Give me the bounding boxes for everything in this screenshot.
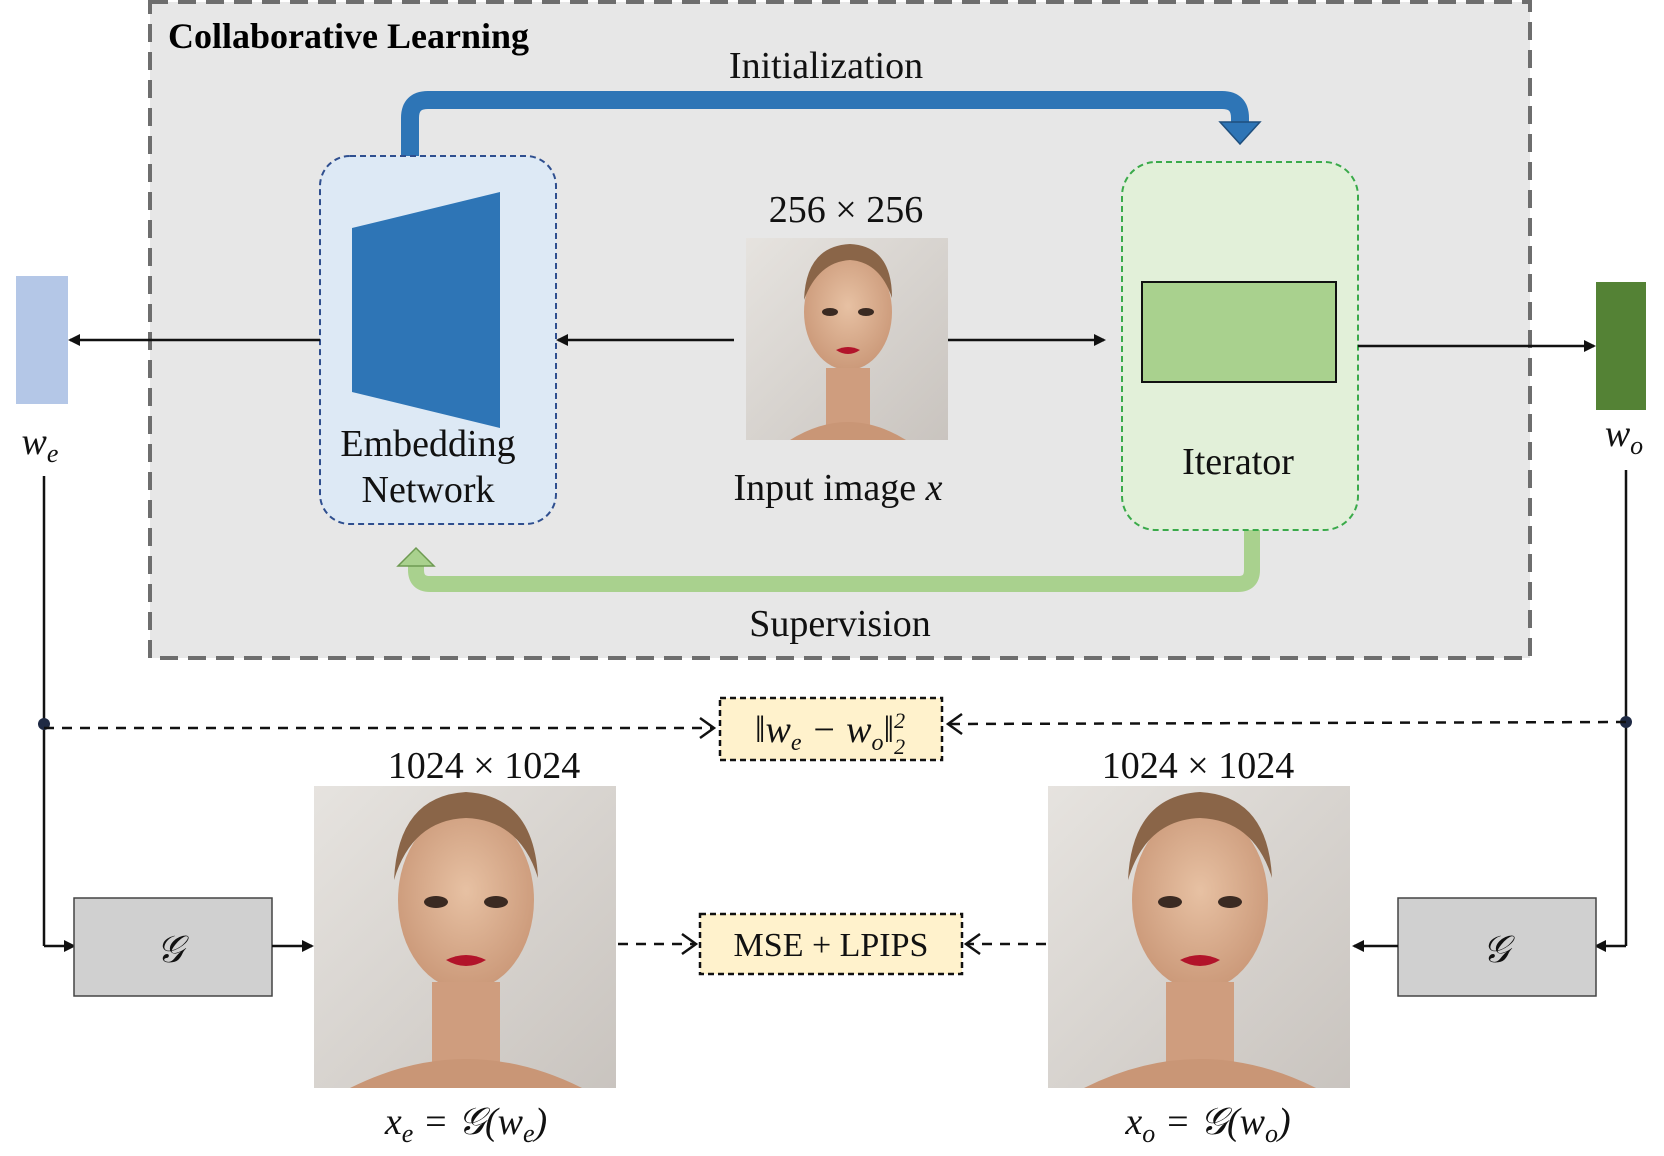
supervision-label: Supervision [749,603,931,645]
input-caption: Input image x [734,467,943,509]
embedding-label-line2: Network [362,469,495,511]
left-output-image [314,786,616,1088]
supervision-arrow [408,530,1260,592]
left-output-caption: xe = 𝒢(we) [384,1101,547,1148]
left-output-size-label: 1024 × 1024 [388,745,580,787]
image-loss-box [698,912,964,976]
wo-label: wo [1605,413,1643,460]
initialization-arrow [401,91,1249,160]
we-latent-bar [16,276,68,404]
we-label: we [22,421,59,468]
wo-latent-bar [1596,282,1646,410]
input-image [746,238,948,440]
generator-left-box [73,897,273,997]
iterator-inner-rect [1141,281,1337,383]
panel-title: Collaborative Learning [168,16,529,56]
image-loss-label: MSE + LPIPS [734,927,929,964]
right-output-size-label: 1024 × 1024 [1102,745,1294,787]
latent-loss-box [718,696,944,762]
embedding-trapezoid [352,192,500,428]
initialization-label: Initialization [729,45,923,87]
generator-right-box [1397,897,1597,997]
right-output-caption: xo = 𝒢(wo) [1124,1101,1290,1148]
initialization-arrowhead [1218,121,1262,146]
dashed-wo-to-latent-loss [945,712,1627,735]
supervision-arrowhead [396,546,436,567]
iterator-label: Iterator [1182,441,1294,483]
right-output-image [1048,786,1350,1088]
embedding-label-line1: Embedding [340,423,515,465]
input-size-label: 256 × 256 [769,189,923,231]
